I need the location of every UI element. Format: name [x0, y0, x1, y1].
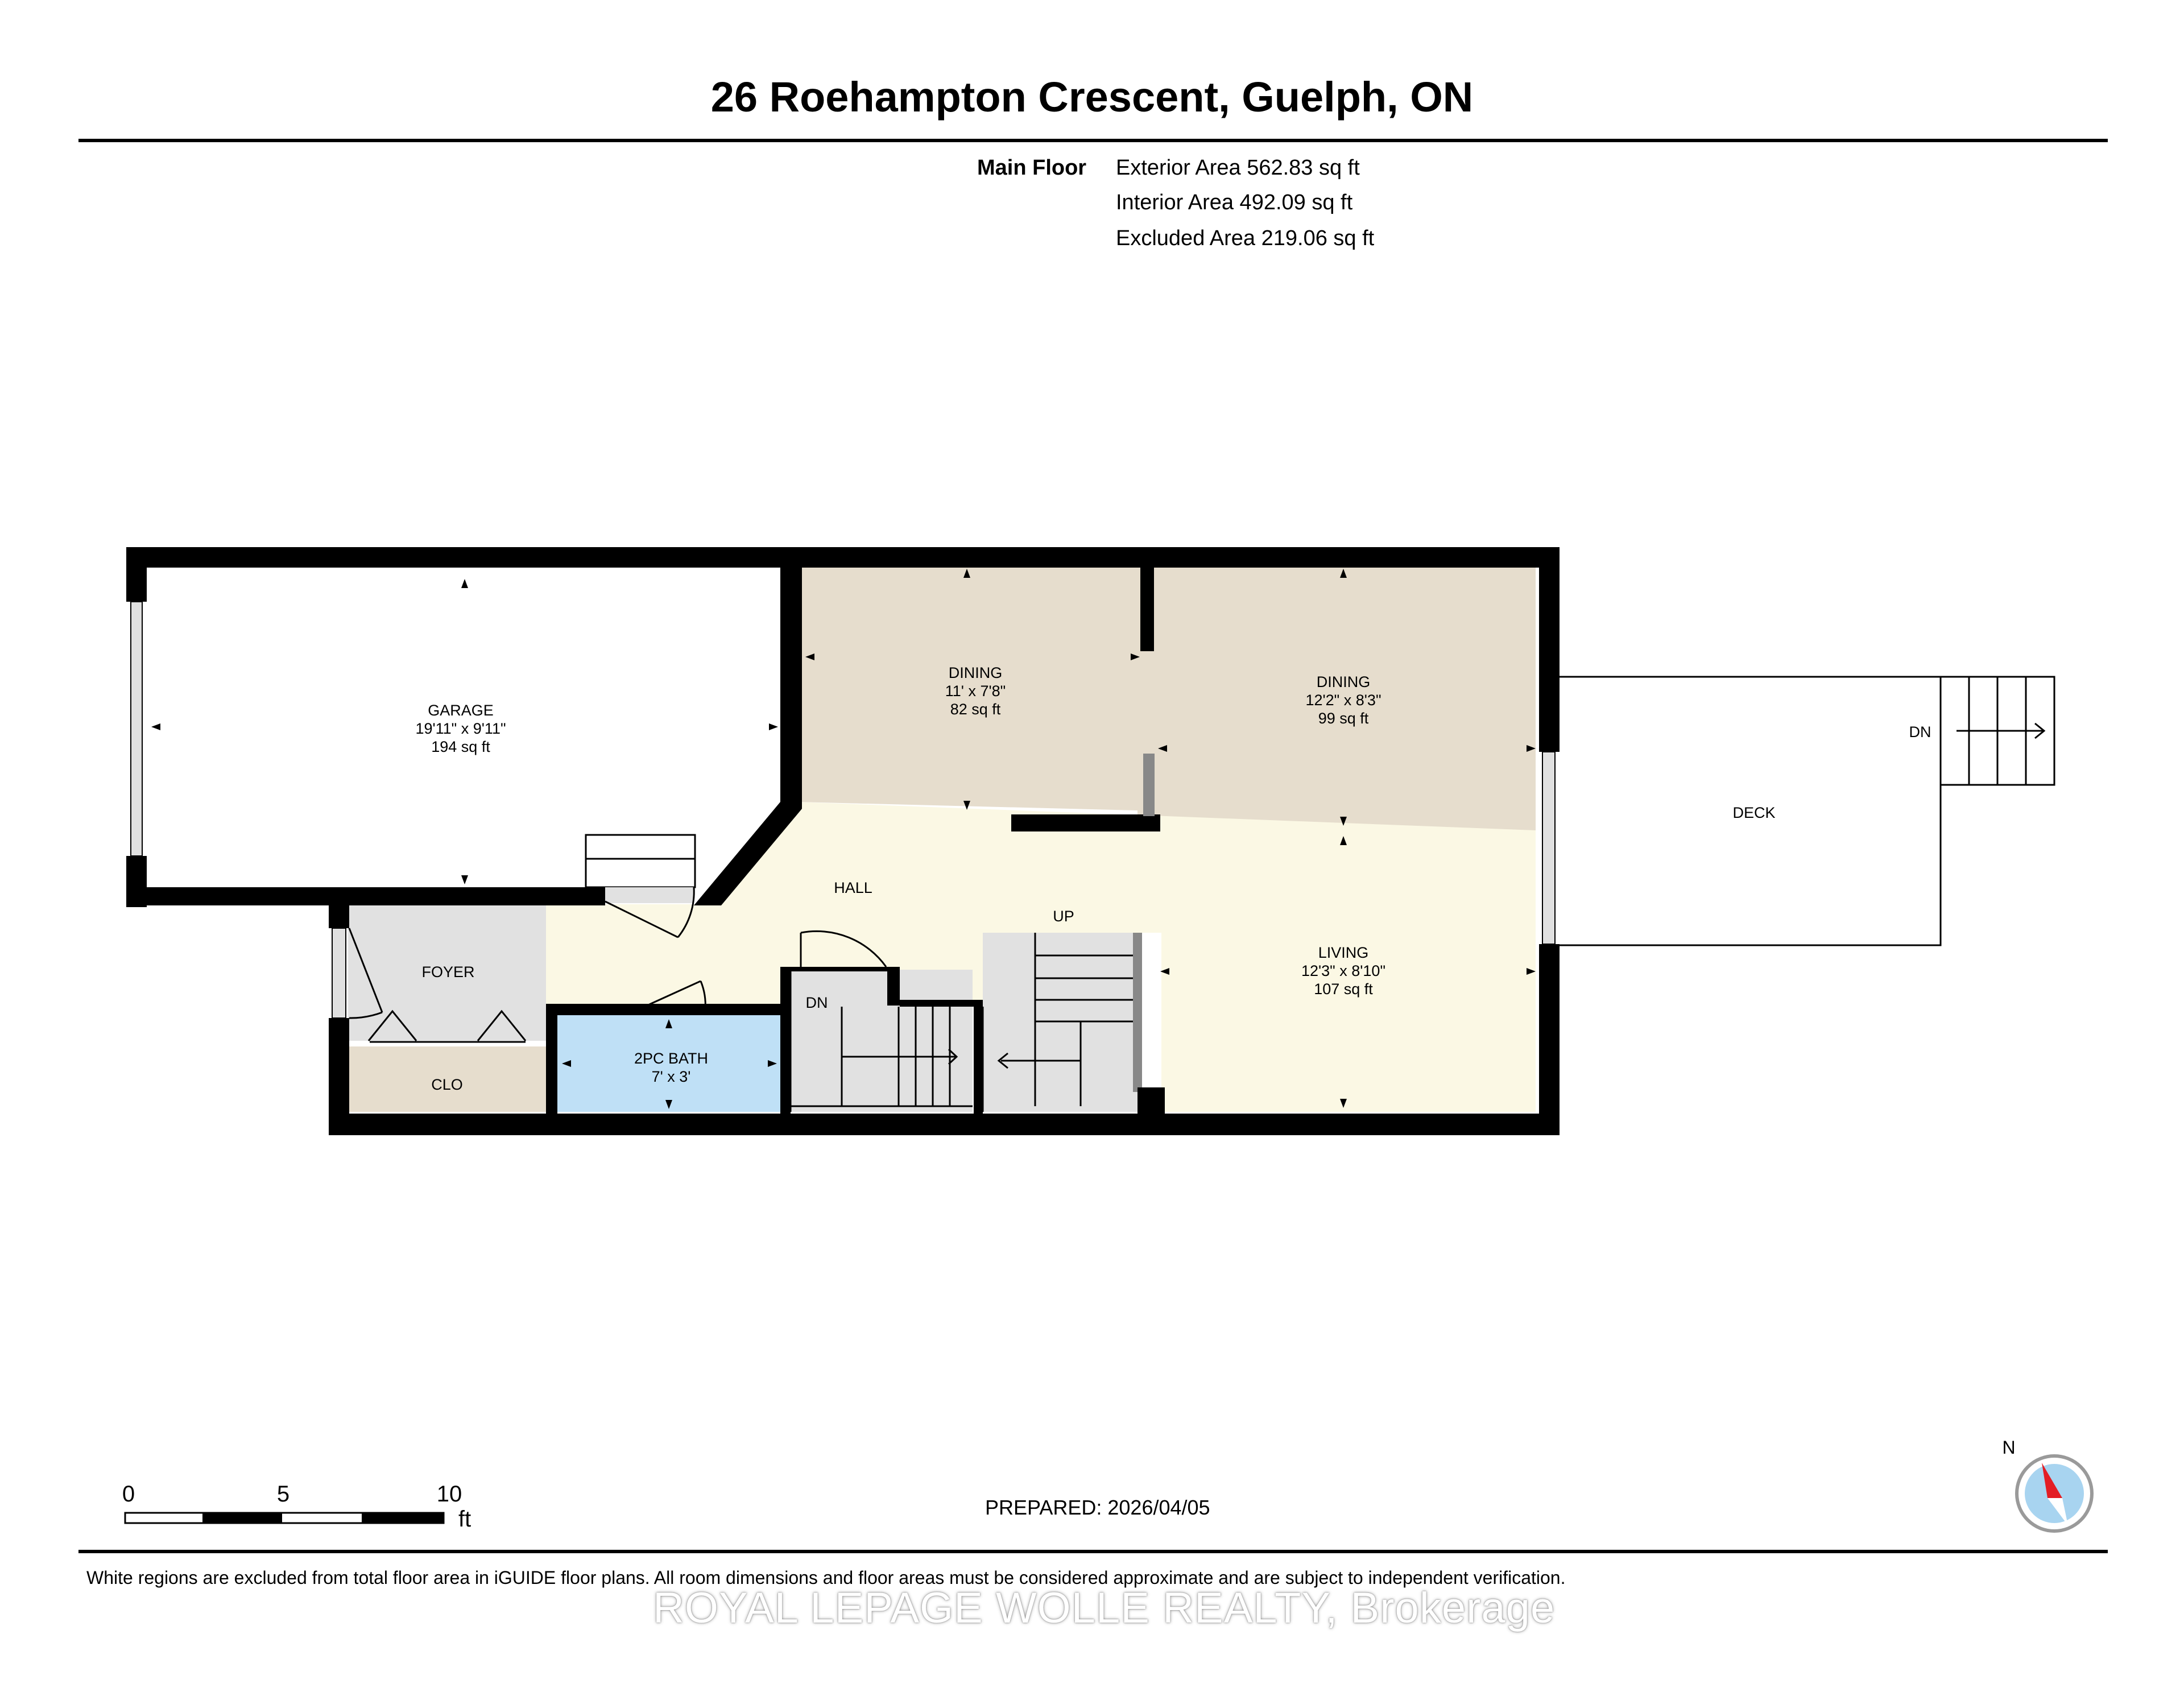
compass-needle-north	[2042, 1463, 2062, 1498]
stair-up-label: UP	[1053, 908, 1074, 925]
header-divider	[78, 139, 2108, 142]
plan-title: 26 Roehampton Crescent, Guelph, ON	[710, 73, 1474, 121]
footer-divider	[78, 1550, 2108, 1553]
living-area: 107 sq ft	[1314, 980, 1373, 998]
closet-name: CLO	[431, 1076, 463, 1093]
bath-name: 2PC BATH	[634, 1050, 708, 1067]
scale-bar: 0 5 10 ft	[122, 1482, 471, 1532]
dimension-arrows	[151, 569, 1536, 1109]
deck	[1553, 676, 2055, 946]
stair-down-fill	[791, 970, 973, 1112]
walls	[126, 547, 1560, 1135]
compass-needle-south	[2048, 1498, 2068, 1525]
compass: N	[2002, 1437, 2094, 1533]
scale-unit: ft	[458, 1507, 471, 1532]
dining-left-fill	[797, 566, 1138, 810]
living-dims: 12'3" x 8'10"	[1301, 962, 1385, 979]
garage-area: 194 sq ft	[431, 738, 490, 755]
excluded-area: Excluded Area 219.06 sq ft	[1116, 226, 1375, 250]
stair-down-label: DN	[806, 994, 828, 1011]
dining-left-area: 82 sq ft	[950, 701, 1001, 718]
hall-name: HALL	[834, 879, 872, 896]
floor-label: Main Floor	[977, 156, 1087, 180]
disclaimer: White regions are excluded from total fl…	[86, 1567, 1566, 1588]
room-fills	[348, 566, 1536, 1112]
prepared-date: PREPARED: 2026/04/05	[985, 1496, 1210, 1519]
scale-label-10: 10	[437, 1482, 462, 1507]
foyer-name: FOYER	[421, 963, 474, 980]
dining-right-area: 99 sq ft	[1318, 710, 1369, 727]
living-name: LIVING	[1318, 944, 1369, 961]
compass-north-label: N	[2002, 1437, 2015, 1458]
garage-dims: 19'11" x 9'11"	[415, 720, 506, 737]
room-labels: GARAGE 19'11" x 9'11" 194 sq ft DINING 1…	[415, 664, 1931, 1093]
dining-right-dims: 12'2" x 8'3"	[1305, 692, 1381, 709]
dining-left-name: DINING	[949, 664, 1003, 681]
hall-living-fill	[546, 802, 1536, 1112]
windows	[130, 601, 1556, 1019]
scale-label-5: 5	[277, 1482, 289, 1507]
deck-stair-down-label: DN	[1909, 723, 1931, 740]
dining-left-dims: 11' x 7'8"	[945, 682, 1006, 700]
scale-label-0: 0	[122, 1482, 135, 1507]
brokerage-watermark: ROYAL LEPAGE WOLLE REALTY, Brokerage	[653, 1584, 1556, 1632]
deck-name: DECK	[1732, 804, 1775, 821]
dining-right-name: DINING	[1317, 673, 1371, 690]
interior-area: Interior Area 492.09 sq ft	[1116, 191, 1353, 214]
bath-fill	[557, 1015, 780, 1112]
dining-right-fill	[1138, 566, 1536, 830]
garage-name: GARAGE	[428, 702, 494, 719]
doors	[348, 834, 887, 1043]
closet-fill	[348, 1046, 546, 1112]
foyer-fill	[348, 904, 546, 1041]
exterior-area: Exterior Area 562.83 sq ft	[1116, 156, 1360, 180]
bath-dims: 7' x 3'	[652, 1068, 691, 1085]
